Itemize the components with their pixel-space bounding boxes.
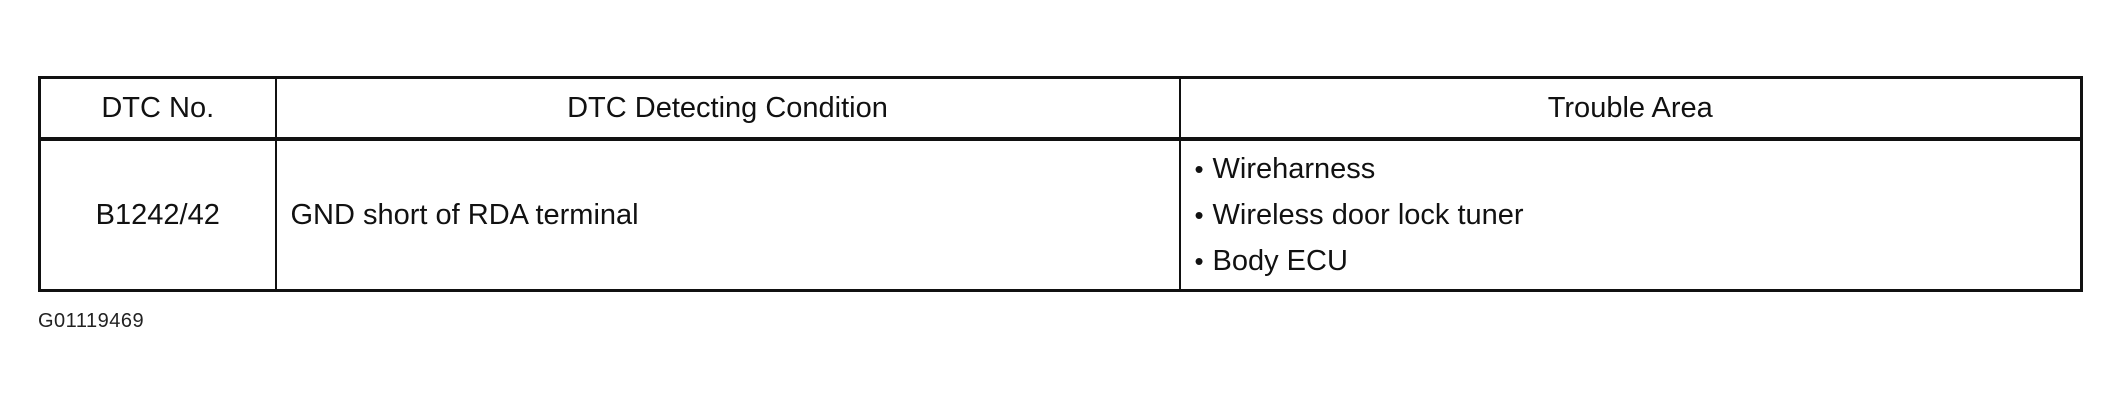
dtc-number-cell: B1242/42 — [38, 139, 277, 291]
header-trouble-area: Trouble Area — [1178, 77, 2083, 141]
trouble-area-cell: • Wireharness • Wireless door lock tuner •… — [1178, 139, 2083, 291]
figure-id: G01119469 — [38, 310, 145, 332]
bullet-icon: • — [1194, 154, 1204, 184]
list-item: • Wireharness — [1195, 146, 2081, 192]
table-header: DTC No. DTC Detecting Condition Trouble … — [38, 77, 2083, 141]
bullet-icon: • — [1194, 246, 1204, 276]
header-dtc-no: DTC No. — [38, 77, 277, 141]
list-item: • Wireless door lock tuner — [1195, 192, 2081, 238]
header-row: DTC No. DTC Detecting Condition Trouble … — [38, 77, 2083, 141]
header-detecting-condition: DTC Detecting Condition — [274, 77, 1181, 141]
trouble-area-list: • Wireharness • Wireless door lock tuner •… — [1195, 146, 2081, 284]
list-item: • Body ECU — [1195, 238, 2081, 284]
trouble-area-item: Wireharness — [1212, 153, 1376, 185]
trouble-area-item: Body ECU — [1212, 245, 1348, 277]
dtc-table: DTC No. DTC Detecting Condition Trouble … — [38, 76, 2083, 292]
table-body: B1242/42 GND short of RDA terminal • Wire… — [38, 139, 2083, 291]
detecting-condition-cell: GND short of RDA terminal — [274, 139, 1181, 291]
table-row: B1242/42 GND short of RDA terminal • Wire… — [38, 139, 2083, 291]
bullet-icon: • — [1194, 200, 1204, 230]
trouble-area-item: Wireless door lock tuner — [1212, 199, 1524, 231]
